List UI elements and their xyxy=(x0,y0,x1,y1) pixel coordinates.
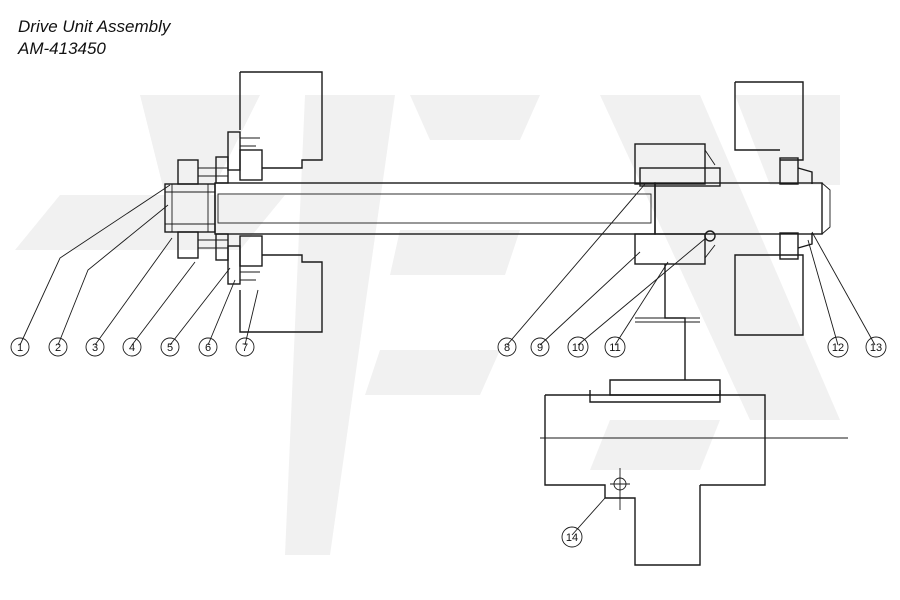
right-bearing-assembly xyxy=(779,157,813,260)
output-shaft-housing xyxy=(540,264,848,566)
callout-13: 13 xyxy=(865,336,887,358)
svg-text:4: 4 xyxy=(129,342,135,354)
svg-text:9: 9 xyxy=(537,342,543,354)
drawing-title: Drive Unit Assembly xyxy=(18,17,171,36)
callout-3: 3 xyxy=(85,337,105,357)
callout-2: 2 xyxy=(48,337,68,357)
callout-6: 6 xyxy=(198,337,218,357)
title-block: Drive Unit Assembly AM-413450 xyxy=(18,16,170,60)
svg-text:6: 6 xyxy=(205,342,211,354)
callout-12: 12 xyxy=(827,336,849,358)
svg-text:11: 11 xyxy=(609,342,620,354)
svg-text:2: 2 xyxy=(55,342,61,354)
housing-frame xyxy=(239,71,804,336)
svg-text:12: 12 xyxy=(832,342,844,354)
svg-text:10: 10 xyxy=(572,342,584,354)
watermark-logo xyxy=(15,95,840,555)
callout-9: 9 xyxy=(530,337,550,357)
callout-10: 10 xyxy=(567,336,589,358)
svg-text:3: 3 xyxy=(92,342,98,354)
svg-text:14: 14 xyxy=(566,532,578,544)
callout-5: 5 xyxy=(160,337,180,357)
callout-4: 4 xyxy=(122,337,142,357)
callout-7: 7 xyxy=(235,337,255,357)
svg-text:7: 7 xyxy=(242,342,248,354)
svg-text:8: 8 xyxy=(504,342,510,354)
left-bearing-assembly xyxy=(215,131,263,285)
svg-text:13: 13 xyxy=(870,342,882,354)
callout-8: 8 xyxy=(497,337,517,357)
right-gear-hub xyxy=(634,143,721,265)
svg-text:5: 5 xyxy=(167,342,173,354)
callout-11: 11 xyxy=(604,336,626,358)
callout-1: 1 xyxy=(10,337,30,357)
leader-lines xyxy=(19,183,876,536)
callout-14: 14 xyxy=(561,526,583,548)
svg-text:1: 1 xyxy=(17,342,23,354)
part-number: AM-413450 xyxy=(18,39,106,58)
